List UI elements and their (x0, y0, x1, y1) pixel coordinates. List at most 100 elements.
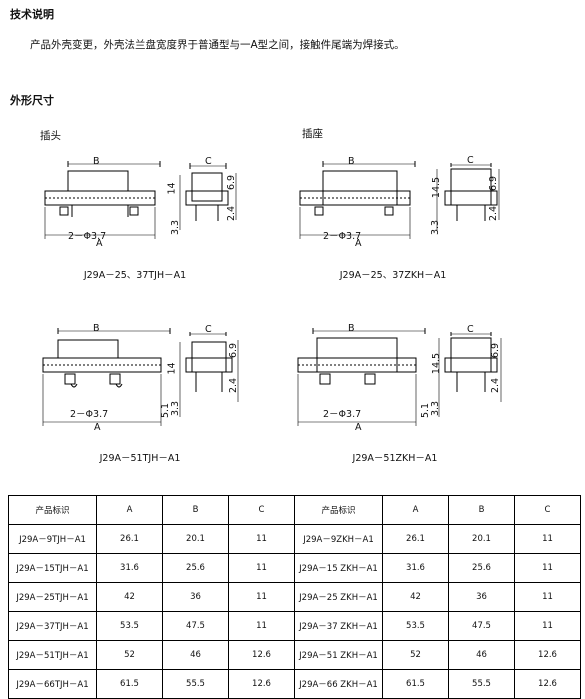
drawing-socket-25-37 (295, 155, 505, 250)
dim-h2-label-4: 6.9 (490, 342, 502, 359)
table-cell: 31.6 (382, 553, 449, 583)
header-b: B (448, 495, 515, 525)
dim-b-label-3: B (93, 323, 100, 334)
hole-label-4: 2－Φ3.7 (323, 409, 362, 420)
table-row: J29A－37TJH－A1 53.5 47.5 11 J29A－37 ZKH－A… (8, 611, 581, 641)
drawing-socket-51 (295, 322, 505, 432)
header-a: A (382, 495, 449, 525)
dim-h3-label-2: 2.4 (488, 205, 500, 222)
table-cell: 11 (228, 611, 295, 641)
drawing-caption-1: J29A－25、37TJH－A1 (83, 270, 187, 281)
table-cell: 11 (514, 582, 581, 612)
table-cell: J29A－25TJH－A1 (8, 582, 97, 612)
header-product-id: 产品标识 (8, 495, 97, 525)
dim-h3-label-1: 2.4 (226, 205, 238, 222)
table-cell: 26.1 (382, 524, 449, 554)
hole-label-1: 2－Φ3.7 (68, 231, 107, 242)
dim-c-label-3: C (205, 324, 212, 335)
dim-h4-label-3: 3.3 (170, 400, 182, 417)
table-cell: 61.5 (96, 669, 163, 699)
table-cell: 47.5 (162, 611, 229, 641)
table-cell: J29A－37TJH－A1 (8, 611, 97, 641)
drawing-caption-4: J29A－51ZKH－A1 (352, 453, 438, 464)
dim-h5-label-4: 5.1 (420, 402, 432, 419)
table-cell: 42 (382, 582, 449, 612)
table-cell: 42 (96, 582, 163, 612)
dim-a-label-3: A (94, 422, 101, 433)
header-a: A (96, 495, 163, 525)
table-cell: 36 (448, 582, 515, 612)
dim-a-label-1: A (96, 238, 103, 249)
table-cell: J29A－51 ZKH－A1 (294, 640, 383, 670)
dim-h3-label-3: 2.4 (228, 377, 240, 394)
dim-h4-label-2: 3.3 (430, 219, 442, 236)
table-row: J29A－51TJH－A1 52 46 12.6 J29A－51 ZKH－A1 … (8, 640, 581, 670)
table-cell: 52 (96, 640, 163, 670)
table-row: J29A－15TJH－A1 31.6 25.6 11 J29A－15 ZKH－A… (8, 553, 581, 583)
hole-label-3: 2－Φ3.7 (70, 409, 109, 420)
table-cell: 11 (514, 611, 581, 641)
table-cell: 52 (382, 640, 449, 670)
dim-h1-label-3: 14 (166, 362, 178, 375)
table-row: J29A－9TJH－A1 26.1 20.1 11 J29A－9ZKH－A1 2… (8, 524, 581, 554)
table-cell: J29A－66TJH－A1 (8, 669, 97, 699)
header-c: C (514, 495, 581, 525)
dim-h4-label-4: 3.3 (430, 400, 442, 417)
table-cell: 47.5 (448, 611, 515, 641)
table-cell: 31.6 (96, 553, 163, 583)
dim-h2-label-2: 6.9 (488, 175, 500, 192)
socket-label: 插座 (302, 128, 323, 140)
table-cell: 11 (514, 524, 581, 554)
dimensions-heading: 外形尺寸 (10, 94, 54, 107)
table-cell: 46 (162, 640, 229, 670)
hole-label-2: 2－Φ3.7 (323, 231, 362, 242)
table-cell: 25.6 (162, 553, 229, 583)
header-b: B (162, 495, 229, 525)
dim-b-label-1: B (93, 156, 100, 167)
table-cell: 55.5 (162, 669, 229, 699)
table-cell: 20.1 (448, 524, 515, 554)
table-cell: 11 (514, 553, 581, 583)
drawing-plug-25-37 (40, 155, 250, 250)
table-cell: 12.6 (514, 640, 581, 670)
table-cell: 53.5 (96, 611, 163, 641)
dim-b-label-4: B (348, 323, 355, 334)
dim-a-label-2: A (355, 238, 362, 249)
table-cell: 20.1 (162, 524, 229, 554)
table-cell: 11 (228, 553, 295, 583)
dim-c-label-2: C (467, 155, 474, 166)
dim-h5-label-3: 5.1 (160, 402, 172, 419)
dim-h2-label-3: 6.9 (228, 342, 240, 359)
table-header-row: 产品标识 A B C 产品标识 A B C (8, 495, 581, 525)
table-row: J29A－66TJH－A1 61.5 55.5 12.6 J29A－66 ZKH… (8, 669, 581, 699)
header-c: C (228, 495, 295, 525)
table-cell: J29A－15 ZKH－A1 (294, 553, 383, 583)
table-cell: 12.6 (228, 669, 295, 699)
table-cell: J29A－9TJH－A1 (8, 524, 97, 554)
drawing-caption-2: J29A－25、37ZKH－A1 (339, 270, 447, 281)
dim-h3-label-4: 2.4 (490, 377, 502, 394)
table-cell: J29A－66 ZKH－A1 (294, 669, 383, 699)
dim-a-label-4: A (355, 422, 362, 433)
table-cell: J29A－37 ZKH－A1 (294, 611, 383, 641)
table-cell: 12.6 (228, 640, 295, 670)
table-cell: 53.5 (382, 611, 449, 641)
table-cell: J29A－51TJH－A1 (8, 640, 97, 670)
dim-h1-label-2: 14.5 (431, 176, 443, 199)
table-cell: J29A－9ZKH－A1 (294, 524, 383, 554)
table-cell: 11 (228, 524, 295, 554)
dim-h4-label-1: 3.3 (170, 219, 182, 236)
dimension-table: 产品标识 A B C 产品标识 A B C J29A－9TJH－A1 26.1 … (8, 495, 581, 699)
dim-c-label-4: C (467, 324, 474, 335)
table-cell: 11 (228, 582, 295, 612)
table-cell: 55.5 (448, 669, 515, 699)
dim-b-label-2: B (348, 156, 355, 167)
dim-c-label-1: C (205, 156, 212, 167)
dim-h2-label-1: 6.9 (226, 174, 238, 191)
header-product-id: 产品标识 (294, 495, 383, 525)
tech-description-heading: 技术说明 (10, 8, 54, 21)
table-cell: 36 (162, 582, 229, 612)
table-cell: 46 (448, 640, 515, 670)
table-cell: 26.1 (96, 524, 163, 554)
dim-h1-label-1: 14 (166, 182, 178, 195)
